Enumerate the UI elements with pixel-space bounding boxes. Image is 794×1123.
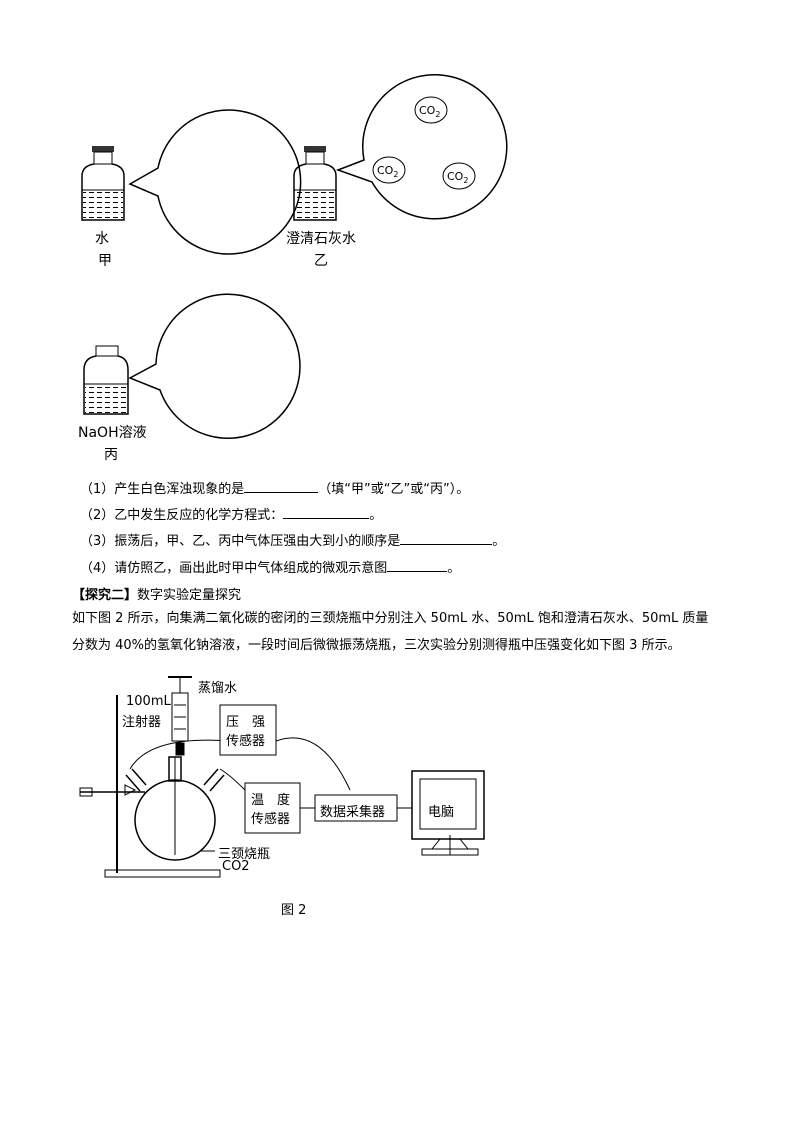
section2-title: 数字实验定量探究 — [137, 588, 242, 603]
pressure-sensor-box — [219, 704, 277, 756]
section2-para-line1: 如下图 2 所示，向集满二氧化碳的密闭的三颈烧瓶中分别注入 50mL 水、50m… — [72, 611, 709, 626]
co2-label: CO2 — [419, 104, 440, 119]
computer-icon — [411, 770, 485, 856]
co2-label: CO2 — [447, 170, 468, 185]
speech-bubble-yi — [335, 73, 508, 220]
answer-blank-1[interactable] — [244, 480, 319, 493]
iron-stand — [79, 695, 221, 878]
bottle-yi — [293, 146, 337, 221]
bottle-bing-solution: NaOH溶液 — [78, 425, 147, 441]
co2-molecule — [372, 156, 406, 184]
connection-tubes — [129, 737, 451, 855]
pressure-sensor-label-1: 压 强 — [226, 715, 266, 730]
temperature-sensor-box — [244, 782, 301, 834]
three-neck-flask — [125, 756, 225, 861]
question-1: （1）产生白色浑浊现象的是（填“甲”或“乙”或“丙”）。 — [80, 480, 470, 497]
flask-label: 三颈烧瓶 — [218, 847, 271, 862]
data-collector-label: 数据采集器 — [320, 805, 386, 820]
temperature-sensor-label-1: 温 度 — [251, 793, 291, 808]
co2-molecule — [442, 162, 476, 190]
section2-heading: 【探究二】数字实验定量探究 — [72, 584, 241, 603]
answer-blank-3[interactable] — [400, 532, 493, 545]
speech-bubble-jia — [128, 109, 302, 255]
co2-molecule — [414, 96, 448, 124]
computer-label: 电脑 — [428, 805, 455, 820]
section2-para-line2: 分数为 40%的氢氧化钠溶液，一段时间后微微振荡烧瓶，三次实验分别测得瓶中压强变… — [72, 638, 681, 653]
question-2: （2）乙中发生反应的化学方程式：。 — [80, 506, 383, 523]
data-collector-box — [314, 794, 398, 822]
answer-blank-4[interactable] — [387, 559, 448, 572]
bottle-jia-name: 甲 — [98, 253, 112, 269]
figure2-apparatus — [79, 676, 485, 878]
answer-blank-2[interactable] — [283, 506, 370, 519]
pressure-sensor-label-2: 传感器 — [226, 734, 266, 749]
figure2-caption: 图 2 — [281, 903, 307, 918]
bottle-jia — [81, 146, 125, 221]
syringe-label-name: 注射器 — [122, 715, 162, 730]
syringe-label-volume: 100mL — [126, 694, 171, 709]
speech-bubble-bing — [128, 293, 301, 439]
bottles-diagram: CO2 CO2 CO2 — [81, 73, 508, 439]
gas-label: CO2 — [222, 859, 250, 874]
bottle-jia-solution: 水 — [95, 231, 109, 247]
section2-bracket-title: 【探究二】 — [72, 588, 138, 603]
question-3: （3）振荡后，甲、乙、丙中气体压强由大到小的顺序是。 — [80, 532, 506, 549]
water-label: 蒸馏水 — [198, 681, 238, 696]
temperature-sensor-label-2: 传感器 — [251, 812, 291, 827]
syringe — [168, 676, 192, 756]
question-4: （4）请仿照乙，画出此时甲中气体组成的微观示意图。 — [80, 559, 461, 576]
co2-label: CO2 — [377, 164, 398, 179]
bottle-bing-name: 丙 — [104, 447, 118, 463]
bottle-yi-solution: 澄清石灰水 — [286, 231, 356, 247]
bottle-bing — [83, 345, 129, 415]
bottle-yi-name: 乙 — [314, 253, 328, 269]
